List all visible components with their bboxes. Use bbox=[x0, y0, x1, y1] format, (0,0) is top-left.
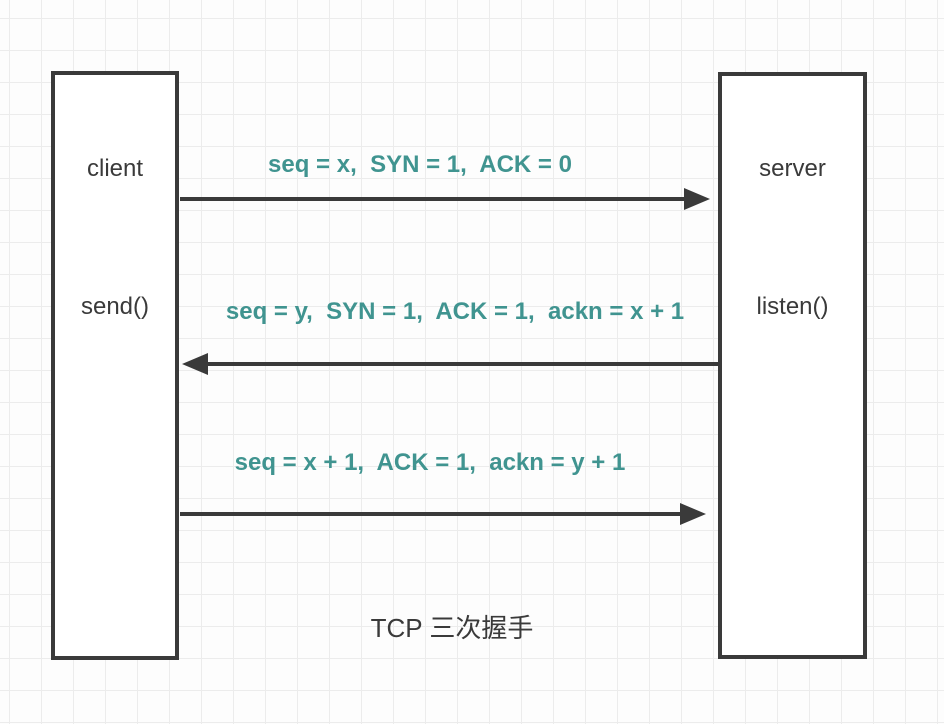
message-1-syn-label: seq = x, SYN = 1, ACK = 0 bbox=[268, 151, 572, 178]
message-2-arrow-line bbox=[206, 362, 719, 366]
message-1-arrowhead-right-icon bbox=[684, 188, 710, 210]
message-1-arrow-line bbox=[180, 197, 686, 201]
diagram-title: TCP 三次握手 bbox=[370, 613, 534, 643]
actor-server-box: server listen() bbox=[718, 72, 867, 659]
actor-client-box: client send() bbox=[51, 71, 179, 660]
message-3-arrowhead-right-icon bbox=[680, 503, 706, 525]
message-2-arrowhead-left-icon bbox=[182, 353, 208, 375]
actor-server-method-label: listen() bbox=[756, 293, 829, 320]
actor-client-label: client bbox=[86, 155, 144, 182]
message-2-syn-ack-label: seq = y, SYN = 1, ACK = 1, ackn = x + 1 bbox=[225, 298, 685, 325]
actor-client-method-label: send() bbox=[80, 293, 150, 320]
message-3-ack-label: seq = x + 1, ACK = 1, ackn = y + 1 bbox=[234, 449, 626, 476]
actor-server-label: server bbox=[759, 155, 826, 182]
message-3-arrow-line bbox=[180, 512, 682, 516]
